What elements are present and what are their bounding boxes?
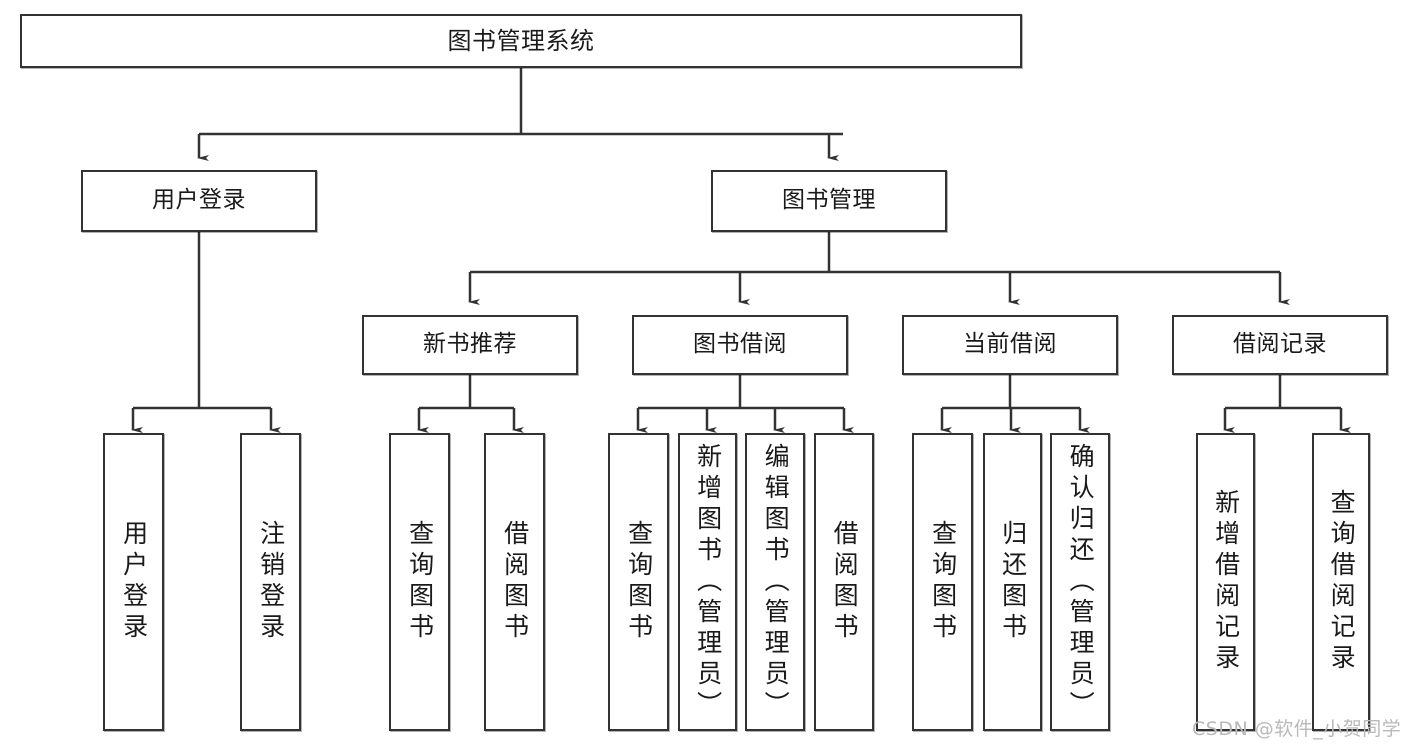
node-label: 查询图书 xyxy=(624,520,654,644)
node-label: 查询图书 xyxy=(405,520,435,644)
leaf-query-book-borrowing[interactable]: 查询图书 xyxy=(608,433,669,731)
leaf-user-login[interactable]: 用户登录 xyxy=(103,433,164,731)
node-label: 借阅图书 xyxy=(830,520,860,644)
node-root-book-management-system[interactable]: 图书管理系统 xyxy=(20,14,1022,68)
node-label: 图书借阅 xyxy=(693,331,787,358)
leaf-query-book-current[interactable]: 查询图书 xyxy=(912,433,973,731)
node-borrowing-record[interactable]: 借阅记录 xyxy=(1172,315,1388,375)
node-label: 查询图书 xyxy=(928,520,958,644)
node-book-management[interactable]: 图书管理 xyxy=(711,170,947,232)
leaf-add-book-admin[interactable]: 新增图书（管理员） xyxy=(678,433,737,731)
node-label: 归还图书 xyxy=(998,520,1028,644)
leaf-add-borrowing-record[interactable]: 新增借阅记录 xyxy=(1196,433,1255,731)
node-label: 图书管理系统 xyxy=(447,26,595,55)
leaf-borrow-book-new-book[interactable]: 借阅图书 xyxy=(484,433,545,731)
node-label: 确认归还（管理员） xyxy=(1066,443,1096,722)
node-label: 编辑图书（管理员） xyxy=(761,443,791,722)
node-new-book-recommendation[interactable]: 新书推荐 xyxy=(362,315,578,375)
node-label: 注销登录 xyxy=(256,520,286,644)
node-label: 新增图书（管理员） xyxy=(693,443,723,722)
node-label: 新书推荐 xyxy=(423,331,517,358)
leaf-query-book-new-book[interactable]: 查询图书 xyxy=(389,433,450,731)
leaf-query-borrowing-record[interactable]: 查询借阅记录 xyxy=(1312,433,1370,731)
node-label: 当前借阅 xyxy=(963,331,1057,358)
node-label: 查询借阅记录 xyxy=(1327,489,1357,675)
leaf-confirm-return-admin[interactable]: 确认归还（管理员） xyxy=(1050,433,1110,731)
node-user-login[interactable]: 用户登录 xyxy=(81,170,317,232)
node-current-borrowing[interactable]: 当前借阅 xyxy=(902,315,1118,375)
node-label: 借阅记录 xyxy=(1233,331,1327,358)
node-label: 新增借阅记录 xyxy=(1211,489,1241,675)
node-label: 用户登录 xyxy=(119,520,149,644)
leaf-user-logout[interactable]: 注销登录 xyxy=(240,433,301,731)
node-label: 图书管理 xyxy=(782,187,876,214)
leaf-borrow-book-borrowing[interactable]: 借阅图书 xyxy=(814,433,874,731)
node-book-borrowing[interactable]: 图书借阅 xyxy=(632,315,848,375)
leaf-return-book[interactable]: 归还图书 xyxy=(983,433,1042,731)
csdn-watermark: CSDN @软件_小贺同学 xyxy=(1192,718,1402,740)
node-label: 借阅图书 xyxy=(500,520,530,644)
leaf-edit-book-admin[interactable]: 编辑图书（管理员） xyxy=(745,433,805,731)
node-label: 用户登录 xyxy=(152,187,246,214)
